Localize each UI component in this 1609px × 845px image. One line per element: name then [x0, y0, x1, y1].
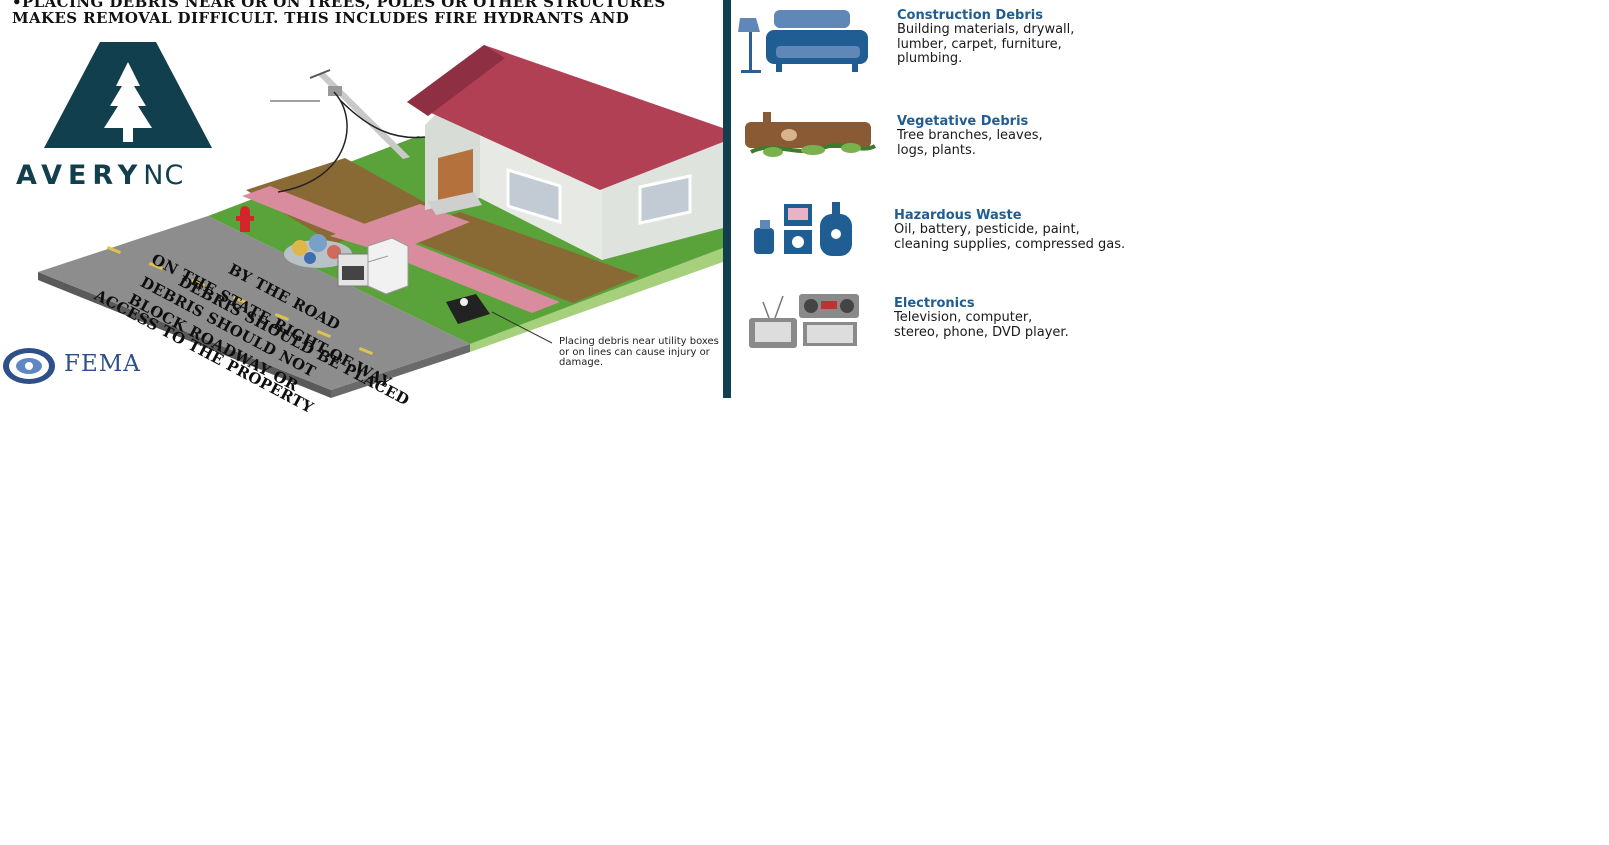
couch-lamp-icon	[738, 10, 868, 73]
dhs-seal-icon	[3, 348, 55, 384]
category-hazardous-waste: Hazardous Waste Oil, battery, pesticide,…	[894, 209, 1125, 252]
utility-box	[446, 294, 490, 324]
category-title: Vegetative Debris	[897, 114, 1029, 129]
front-steps	[428, 192, 482, 215]
category-title: Construction Debris	[897, 8, 1043, 23]
header-line-2: MAKES REMOVAL DIFFICULT. THIS INCLUDES F…	[12, 9, 630, 27]
utility-box-callout: Placing debris near utility boxes or on …	[559, 336, 719, 368]
category-desc-line: cleaning supplies, compressed gas.	[894, 236, 1126, 252]
panel-divider	[723, 0, 731, 398]
category-desc-line: Television, computer,	[894, 310, 1033, 325]
chemical-containers-icon	[754, 202, 852, 256]
header-warning-text: •PLACING DEBRIS NEAR OR ON TREES, POLES …	[12, 0, 727, 26]
debris-pile	[284, 234, 352, 268]
walkway	[330, 204, 470, 254]
category-desc-line: stereo, phone, DVD player.	[894, 324, 1069, 340]
refrigerator	[367, 237, 409, 295]
dirt-patch-right	[396, 212, 640, 303]
brand-suffix: NC	[143, 160, 185, 191]
utility-pole	[318, 73, 410, 159]
category-vegetative-debris: Vegetative Debris Tree branches, leaves,…	[897, 115, 1043, 158]
house-window-right	[638, 174, 692, 225]
tv-stereo-computer-icon	[749, 294, 859, 348]
road-center-dashes	[106, 246, 373, 356]
house-window-left	[506, 167, 562, 225]
fire-hydrant	[236, 206, 254, 232]
category-desc-line: plumbing.	[897, 51, 963, 67]
brand-main: AVERY	[16, 160, 144, 191]
category-construction-debris: Construction Debris Building materials, …	[897, 9, 1074, 67]
transformer	[328, 86, 342, 96]
house-door	[438, 149, 473, 203]
pointer-line-utility-box	[491, 311, 553, 344]
fema-label: FEMA	[64, 351, 141, 377]
category-desc-line: Oil, battery, pesticide, paint,	[894, 222, 1080, 237]
header-line-1: •PLACING DEBRIS NEAR OR ON TREES, POLES …	[12, 0, 666, 11]
stove	[337, 253, 369, 287]
category-electronics: Electronics Television, computer, stereo…	[894, 297, 1069, 340]
avery-tree-logo-icon	[44, 42, 212, 148]
power-line	[277, 91, 348, 193]
category-desc-line: Tree branches, leaves,	[897, 128, 1043, 143]
category-desc-line: lumber, carpet, furniture,	[897, 36, 1062, 52]
category-title: Electronics	[894, 296, 975, 311]
debris-placement-illustration	[38, 45, 723, 398]
log-branches-icon	[745, 112, 876, 157]
brand-wordmark: AVERYNC	[16, 160, 184, 191]
house-roof	[407, 45, 723, 190]
category-desc-line: logs, plants.	[897, 142, 976, 158]
category-title: Hazardous Waste	[894, 208, 1022, 223]
category-desc-line: Building materials, drywall,	[897, 22, 1075, 37]
road	[38, 216, 470, 390]
road-edge	[38, 272, 331, 398]
